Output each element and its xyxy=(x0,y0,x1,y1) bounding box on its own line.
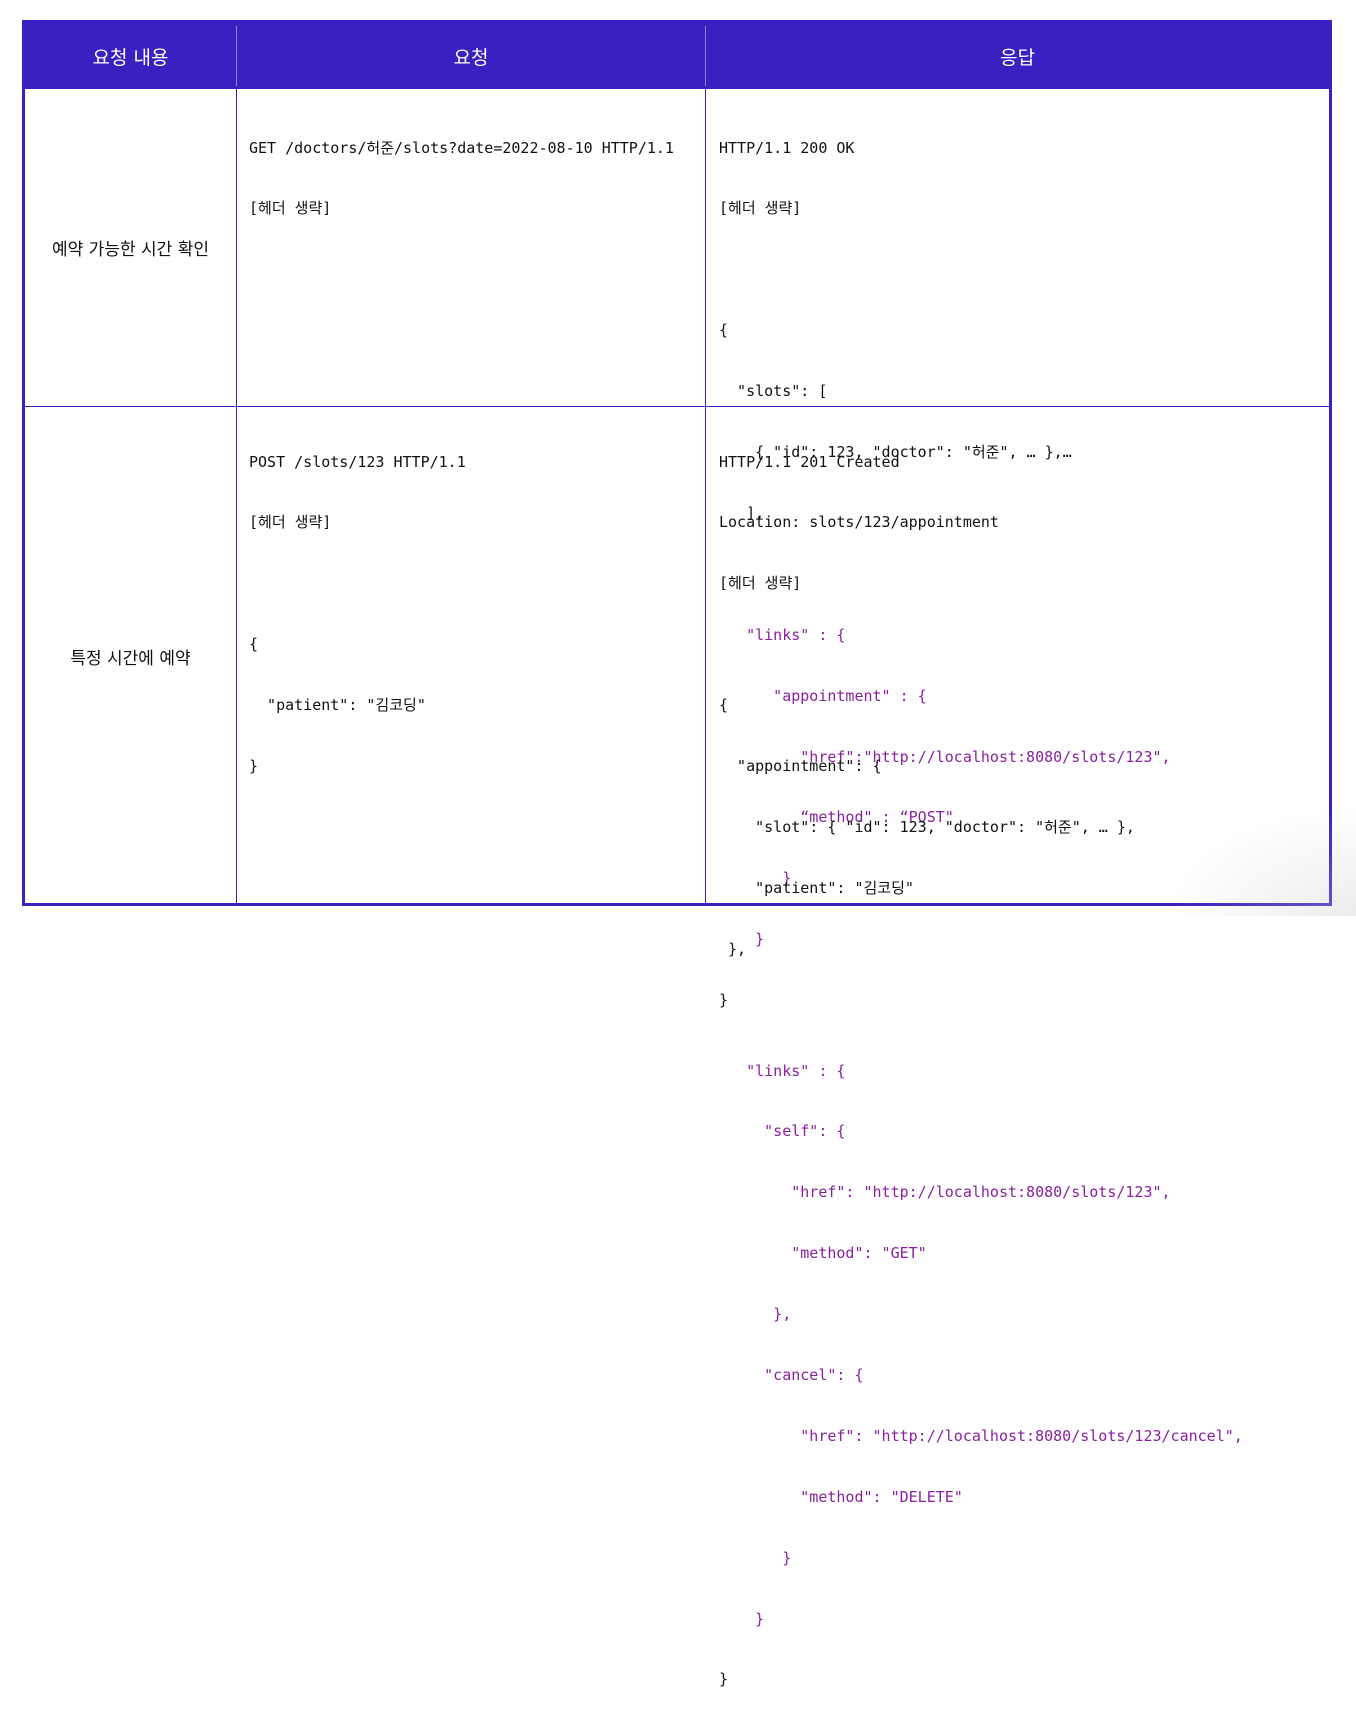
links-code-line: "href":"http://localhost:8080/slots/123"… xyxy=(719,747,1171,766)
links-code-line: } xyxy=(719,1548,792,1567)
api-table: 요청 내용 요청 응답 예약 가능한 시간 확인 GET /doctors/허준… xyxy=(22,20,1332,1688)
code-line: POST /slots/123 HTTP/1.1 xyxy=(249,452,466,471)
links-code-line: "method": "DELETE" xyxy=(719,1487,963,1506)
code-line xyxy=(719,1000,1243,1020)
code-line: [헤더 생략] xyxy=(719,199,802,218)
code-line: [헤더 생략] xyxy=(249,199,332,218)
code-line: } xyxy=(249,757,259,776)
links-code-line: "links" : { xyxy=(719,1061,846,1080)
row-label-check-availability: 예약 가능한 시간 확인 xyxy=(52,240,209,260)
code-line xyxy=(719,634,1243,654)
links-code-line: }, xyxy=(719,1305,792,1324)
links-code-line: “method" : “POST" xyxy=(719,808,954,827)
code-line: }, xyxy=(719,939,747,958)
code-line: "slot": { "id": 123, "doctor": "허준", … }… xyxy=(719,817,1135,836)
links-code-line: } xyxy=(719,1609,765,1628)
response-code-block: HTTP/1.1 201 Created Location: slots/123… xyxy=(719,411,1243,1730)
code-line: GET /doctors/허준/slots?date=2022-08-10 HT… xyxy=(249,138,674,157)
code-line: { xyxy=(719,696,729,715)
code-line: "slots": [ xyxy=(719,382,828,401)
code-line: "patient": "김코딩" xyxy=(249,696,426,715)
row-label-book-slot: 특정 시간에 예약 xyxy=(70,649,191,669)
response-code-block: HTTP/1.1 200 OK [헤더 생략] { "slots": [ { "… xyxy=(719,97,1171,1051)
request-code-block: POST /slots/123 HTTP/1.1 [헤더 생략] { "pati… xyxy=(249,411,466,817)
column-divider xyxy=(705,89,706,906)
links-code-line: "href": "http://localhost:8080/slots/123… xyxy=(719,1426,1243,1445)
links-code-line: "self": { xyxy=(719,1122,846,1141)
code-line: [헤더 생략] xyxy=(719,574,802,593)
links-code-line: "cancel": { xyxy=(719,1365,864,1384)
header-divider xyxy=(236,26,237,86)
code-line: { xyxy=(249,635,259,654)
links-code-line: "appointment" : { xyxy=(719,686,927,705)
code-line: Location: slots/123/appointment xyxy=(719,513,999,532)
header-request-description: 요청 내용 xyxy=(92,46,169,69)
links-code-line: "links" : { xyxy=(719,625,846,644)
request-code-block: GET /doctors/허준/slots?date=2022-08-10 HT… xyxy=(249,97,674,259)
code-line: [헤더 생략] xyxy=(249,513,332,532)
links-code-line: } xyxy=(719,869,792,888)
header-request: 요청 xyxy=(453,46,489,69)
links-code-line: "href": "http://localhost:8080/slots/123… xyxy=(719,1183,1171,1202)
links-code-line: "method": "GET" xyxy=(719,1244,927,1263)
code-line: "patient": "김코딩" xyxy=(719,878,914,897)
code-line: HTTP/1.1 201 Created xyxy=(719,452,900,471)
code-line: HTTP/1.1 200 OK xyxy=(719,138,855,157)
code-line: { "id": 123, "doctor": "허준", … },… xyxy=(719,443,1072,462)
header-divider xyxy=(705,26,706,86)
code-line: } xyxy=(719,1670,729,1689)
header-response: 응답 xyxy=(1000,46,1035,69)
code-line: ], xyxy=(719,503,765,522)
code-line xyxy=(249,573,466,593)
table-header-row: 요청 내용 요청 응답 xyxy=(25,23,1329,89)
code-line: { xyxy=(719,321,729,340)
column-divider xyxy=(236,89,237,906)
row-divider xyxy=(25,406,1329,407)
code-line: "appointment": { xyxy=(719,757,882,776)
code-line xyxy=(719,259,1171,279)
